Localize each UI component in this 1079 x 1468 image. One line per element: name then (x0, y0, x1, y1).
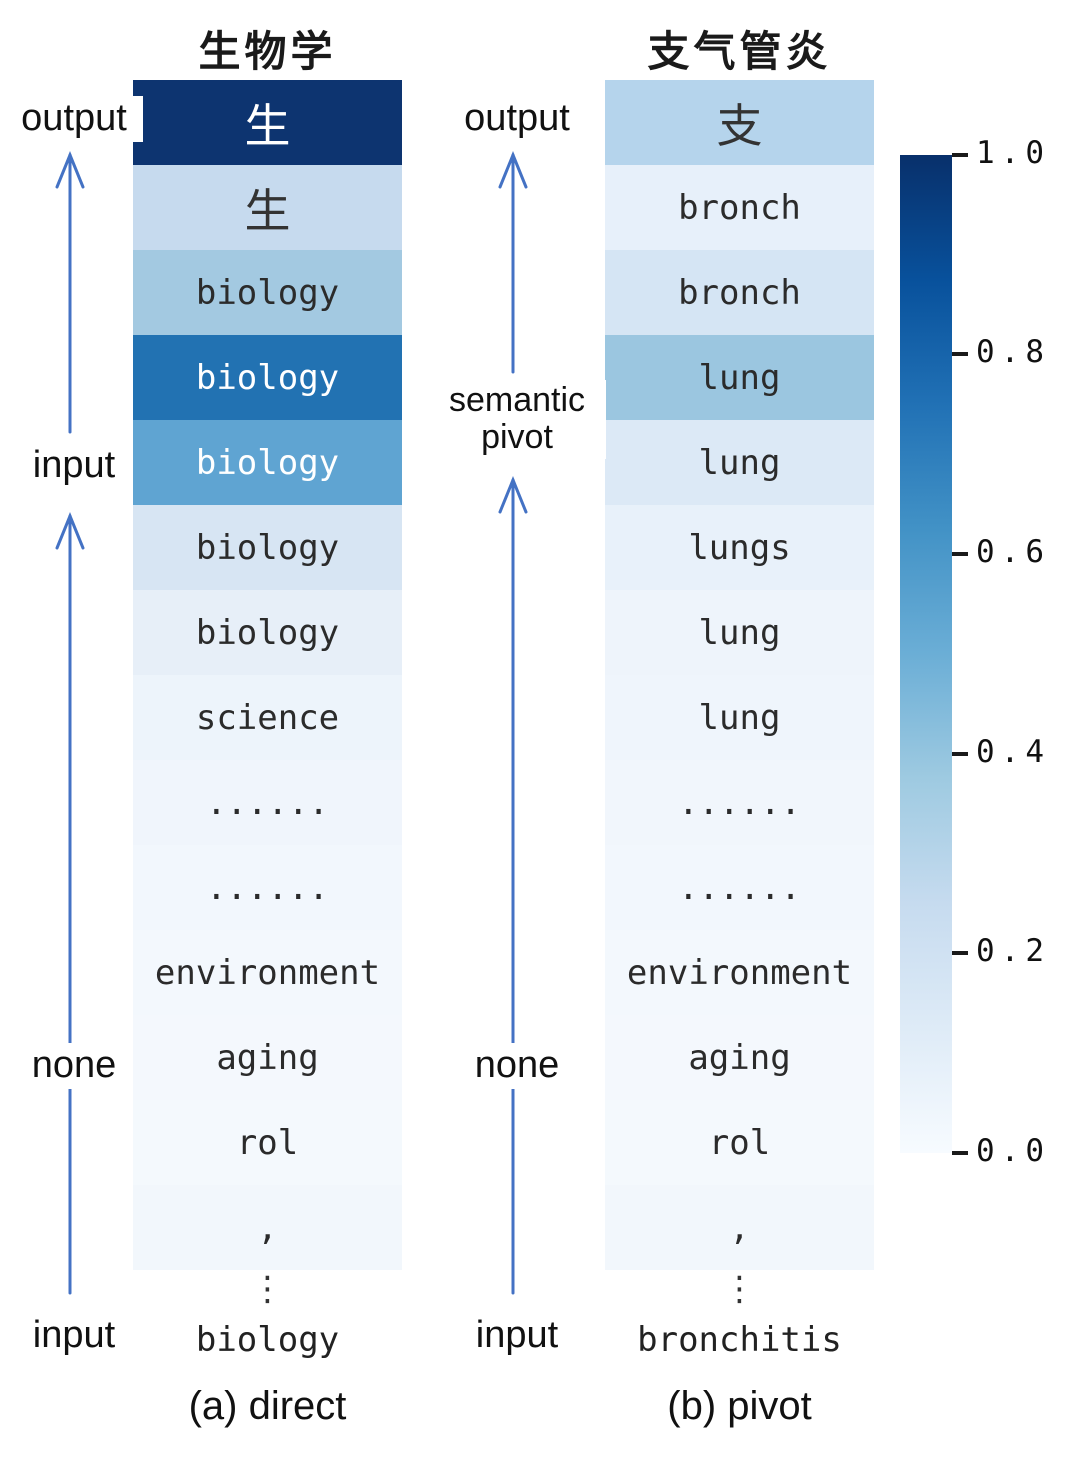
label-input-bottom-right: input (458, 1313, 576, 1359)
input-token-b: bronchitis (637, 1320, 842, 1360)
token-row: lung (605, 590, 874, 675)
colorbar (900, 155, 952, 1153)
token-row: environment (133, 930, 402, 1015)
label-input-bottom-left: input (15, 1313, 133, 1359)
arrow-output-right (498, 151, 528, 374)
arrow-input-left (55, 512, 85, 1295)
label-input-mid-left: input (15, 443, 133, 489)
token-row: rol (133, 1100, 402, 1185)
colorbar-label: 0.2 (976, 933, 1050, 969)
caption-a: (a) direct (188, 1384, 347, 1428)
token-row: 支 (605, 80, 874, 165)
token-row: , (133, 1185, 402, 1270)
token-row: lung (605, 335, 874, 420)
token-row: biology (133, 505, 402, 590)
token-row: aging (605, 1015, 874, 1100)
token-row: ...... (605, 845, 874, 930)
ellipsis-a: ⋮ (250, 1269, 285, 1309)
token-row: ...... (133, 845, 402, 930)
colorbar-tick (952, 552, 968, 556)
label-output-left: output (5, 96, 143, 142)
label-output-right: output (448, 96, 586, 142)
token-row: aging (133, 1015, 402, 1100)
ellipsis-b: ⋮ (722, 1269, 757, 1309)
token-row: bronch (605, 250, 874, 335)
label-none-right: none (458, 1043, 576, 1089)
panel-b-title: 支气管炎 (647, 27, 832, 76)
colorbar-label: 0.6 (976, 534, 1050, 570)
panel-a-title: 生物学 (198, 27, 337, 76)
colorbar-label: 0.8 (976, 334, 1050, 370)
colorbar-label: 0.0 (976, 1133, 1050, 1169)
token-row: lung (605, 675, 874, 760)
token-row: environment (605, 930, 874, 1015)
token-row: bronch (605, 165, 874, 250)
colorbar-tick (952, 153, 968, 157)
colorbar-tick (952, 951, 968, 955)
label-none-left: none (15, 1043, 133, 1089)
arrow-input-right (498, 476, 528, 1295)
token-row: rol (605, 1100, 874, 1185)
token-row: ...... (133, 760, 402, 845)
token-row: biology (133, 420, 402, 505)
colorbar-tick (952, 352, 968, 356)
token-row: 生 (133, 80, 402, 165)
token-row: science (133, 675, 402, 760)
colorbar-label: 1.0 (976, 135, 1050, 171)
token-row: lungs (605, 505, 874, 590)
input-token-a: biology (195, 1320, 340, 1360)
token-row: biology (133, 590, 402, 675)
panel-b-token-column: 支 bronch bronch lung lung lungs lung lun… (605, 80, 874, 1270)
token-row: biology (133, 335, 402, 420)
label-semantic-pivot: semantic pivot (428, 380, 606, 459)
token-row: biology (133, 250, 402, 335)
colorbar-tick (952, 1151, 968, 1155)
caption-b: (b) pivot (667, 1384, 812, 1428)
colorbar-label: 0.4 (976, 734, 1050, 770)
token-row: , (605, 1185, 874, 1270)
token-row: 生 (133, 165, 402, 250)
token-row: lung (605, 420, 874, 505)
panel-a-token-column: 生 生 biology biology biology biology biol… (133, 80, 402, 1270)
arrow-output-left (55, 151, 85, 434)
token-row: ...... (605, 760, 874, 845)
colorbar-tick (952, 752, 968, 756)
